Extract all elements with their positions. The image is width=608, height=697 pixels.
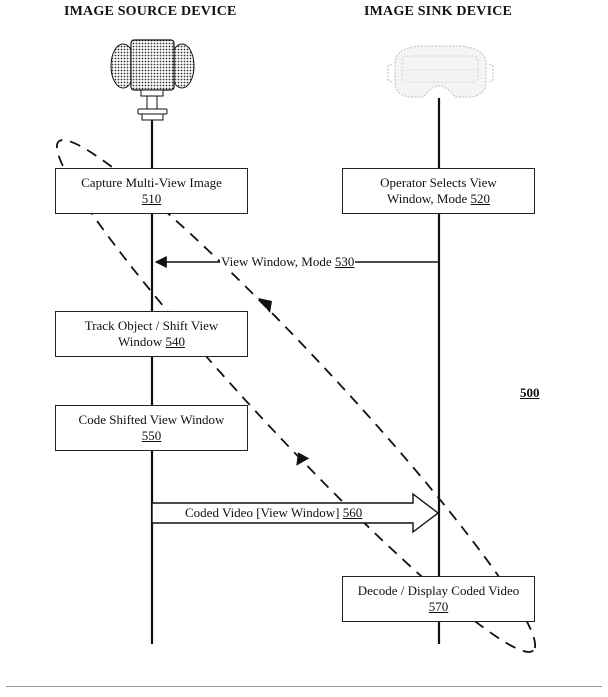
message-530-ref: 530 (334, 254, 355, 269)
step-550-text: Code Shifted View Window (78, 412, 225, 427)
step-540-text: Track Object / Shift View Window 540 (74, 318, 229, 350)
footer-rule (6, 686, 602, 687)
step-520-text: Operator Selects View Window, Mode 520 (365, 175, 512, 207)
figure-number: 500 (520, 385, 540, 400)
sink-device-header: IMAGE SINK DEVICE (364, 4, 513, 19)
step-550-ref: 550 (141, 428, 162, 443)
message-530-text: View Window, Mode (221, 254, 332, 269)
step-box-520: Operator Selects View Window, Mode 520 (342, 168, 535, 214)
step-box-550: Code Shifted View Window 550 (55, 405, 248, 451)
step-540-ref: 540 (165, 334, 186, 349)
latency-ellipse (55, 139, 537, 653)
step-570-text: Decode / Display Coded Video (357, 583, 520, 598)
step-520-label: Operator Selects View Window, Mode (380, 175, 497, 206)
ellipse-arrow-up (296, 452, 310, 466)
step-box-510: Capture Multi-View Image 510 (55, 168, 248, 214)
step-box-570: Decode / Display Coded Video 570 (342, 576, 535, 622)
step-540-label: Track Object / Shift View Window (84, 318, 219, 349)
step-520-ref: 520 (470, 191, 490, 206)
message-560-ref: 560 (342, 505, 363, 520)
step-510-ref: 510 (141, 191, 162, 206)
message-arrow-560 (151, 492, 440, 534)
multi-view-camera-icon (110, 39, 195, 121)
ellipse-arrow-down (258, 298, 272, 313)
step-box-540: Track Object / Shift View Window 540 (55, 311, 248, 357)
step-570-ref: 570 (428, 599, 449, 614)
message-label-560: Coded Video [View Window] 560 (184, 505, 363, 521)
source-device-header: IMAGE SOURCE DEVICE (64, 4, 237, 19)
message-560-text: Coded Video [View Window] (185, 505, 340, 520)
head-mounted-display-icon (387, 45, 494, 98)
message-label-530: View Window, Mode 530 (220, 254, 356, 270)
step-510-text: Capture Multi-View Image (81, 175, 222, 190)
